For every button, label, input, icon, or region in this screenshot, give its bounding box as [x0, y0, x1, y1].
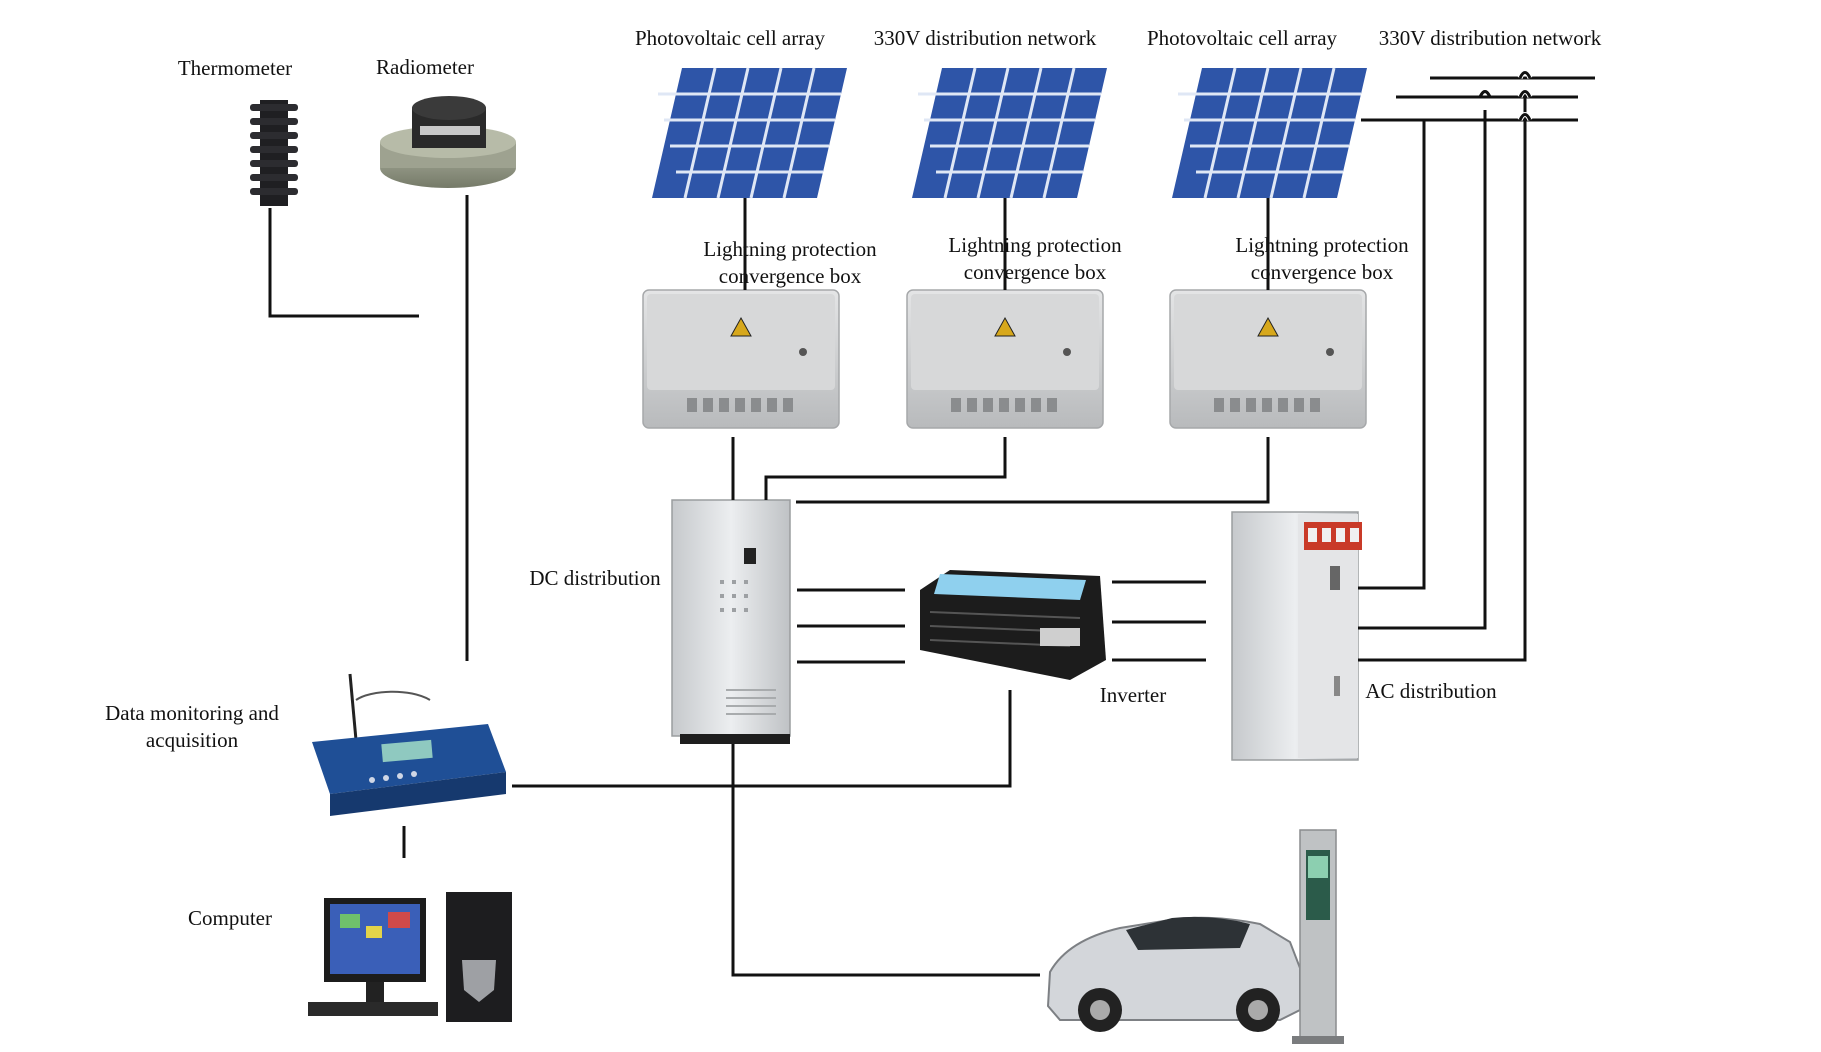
- label-convergence-box-3: Lightning protection convergence box: [1235, 233, 1409, 284]
- convergence-box-icon: [1169, 289, 1367, 429]
- computer-icon: [308, 892, 512, 1022]
- solar-panel-icon: [1170, 66, 1369, 200]
- label-330v-network-2: 330V distribution network: [1378, 26, 1602, 50]
- charging-pile-icon: [1292, 829, 1344, 1044]
- label-pv-array-2: Photovoltaic cell array: [1146, 26, 1338, 50]
- ac-cabinet-icon: [1231, 511, 1362, 761]
- data-logger-icon: [312, 673, 506, 816]
- solar-panel-icon: [650, 66, 849, 200]
- label-data-monitoring: Data monitoring and acquisition: [105, 701, 279, 752]
- label-dc-distribution: DC distribution: [529, 566, 661, 590]
- label-pv-array-1: Photovoltaic cell array: [634, 26, 826, 50]
- convergence-box-icon: [906, 289, 1104, 429]
- convergence-box-icon: [642, 289, 840, 429]
- dc-cabinet-icon: [671, 499, 791, 744]
- label-convergence-box-2: Lightning protection convergence box: [948, 233, 1122, 284]
- label-radiometer: Radiometer: [376, 55, 474, 79]
- solar-panel-icon: [910, 66, 1109, 200]
- wiring: [268, 70, 1595, 977]
- electric-car-icon: [1046, 916, 1301, 1032]
- label-330v-network-1: 330V distribution network: [873, 26, 1097, 50]
- label-computer: Computer: [188, 906, 272, 930]
- label-inverter: Inverter: [1099, 683, 1167, 707]
- label-thermometer: Thermometer: [177, 56, 293, 80]
- label-convergence-box-1: Lightning protection convergence box: [703, 237, 877, 288]
- radiometer-icon: [380, 96, 516, 188]
- inverter-icon: [920, 570, 1106, 680]
- thermometer-icon: [250, 100, 298, 206]
- label-ac-distribution: AC distribution: [1365, 679, 1497, 703]
